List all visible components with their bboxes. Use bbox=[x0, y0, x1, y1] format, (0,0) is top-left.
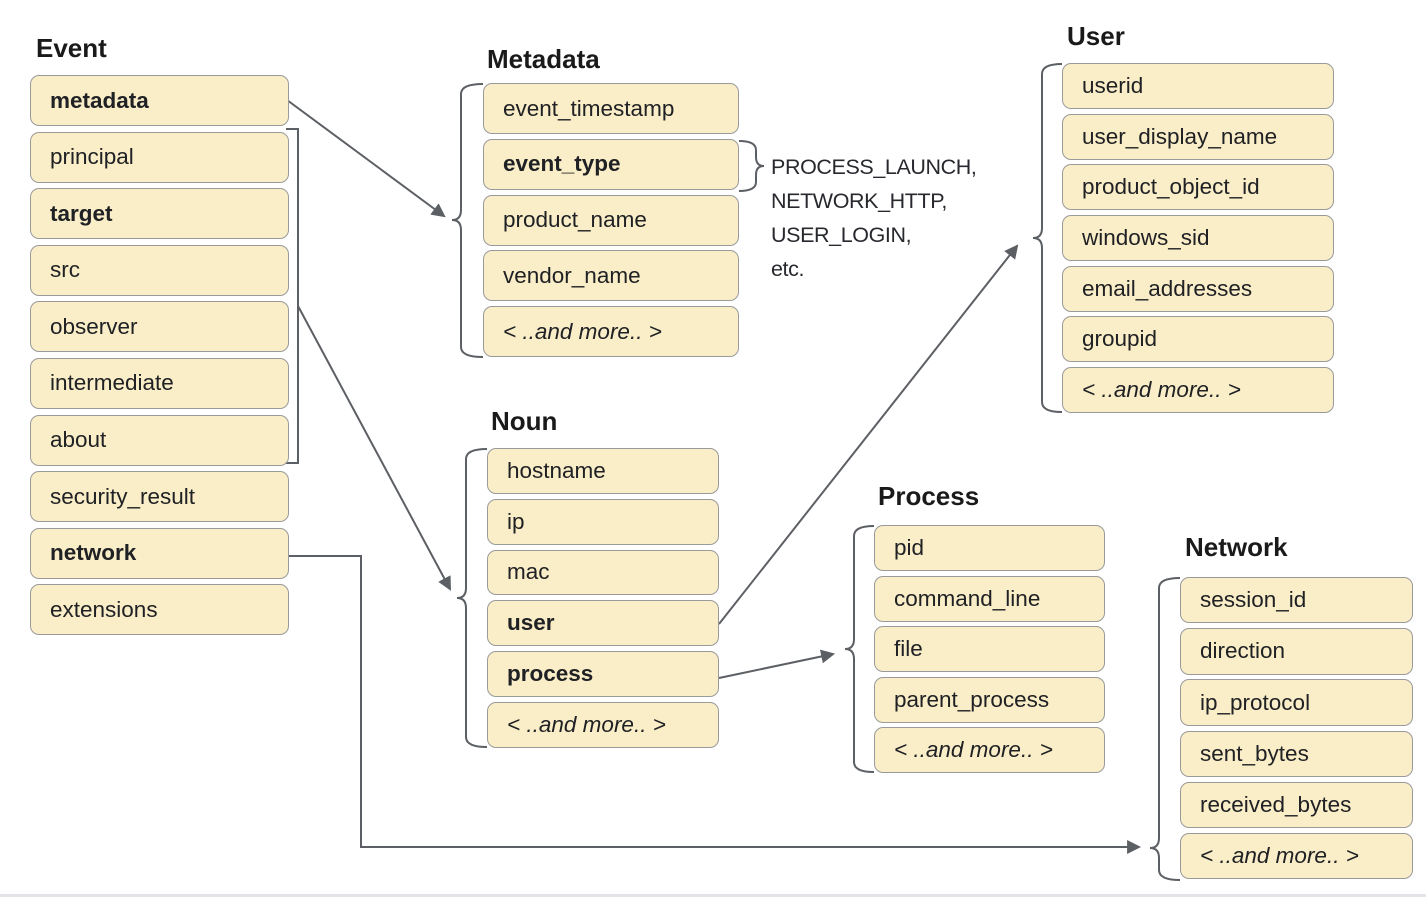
brace-user-group bbox=[1032, 63, 1063, 413]
enum-line: USER_LOGIN, bbox=[771, 223, 912, 247]
field-user-windows-sid: windows_sid bbox=[1062, 215, 1334, 262]
field-event-extensions: extensions bbox=[30, 584, 289, 636]
field-metadata-event-timestamp: event_timestamp bbox=[483, 83, 739, 134]
field-metadata-product-name: product_name bbox=[483, 194, 739, 246]
field-event-intermediate: intermediate bbox=[30, 357, 289, 409]
field-network-ip-protocol: ip_protocol bbox=[1180, 679, 1413, 726]
group-title-network: Network bbox=[1185, 532, 1288, 562]
field-noun-and-more: < ..and more.. > bbox=[487, 701, 719, 748]
group-title-noun: Noun bbox=[491, 406, 558, 436]
brace-network-group bbox=[1149, 577, 1181, 881]
field-noun-process: process bbox=[487, 651, 719, 697]
field-metadata-vendor-name: vendor_name bbox=[483, 250, 739, 302]
bottom-divider bbox=[0, 894, 1426, 897]
arrow-event-nouns-to-noun-group bbox=[297, 305, 451, 591]
field-noun-ip: ip bbox=[487, 498, 719, 545]
field-network-sent-bytes: sent_bytes bbox=[1180, 730, 1413, 777]
field-process-file: file bbox=[874, 626, 1105, 672]
brace-event-type-enum bbox=[738, 140, 765, 192]
arrow-noun-user-to-user-group bbox=[718, 244, 1019, 625]
field-noun-user: user bbox=[487, 600, 719, 647]
field-network-direction: direction bbox=[1180, 628, 1413, 675]
field-event-target: target bbox=[30, 188, 289, 240]
field-process-and-more: < ..and more.. > bbox=[874, 727, 1105, 773]
field-network-and-more: < ..and more.. > bbox=[1180, 832, 1413, 880]
field-event-src: src bbox=[30, 244, 289, 296]
field-user-groupid: groupid bbox=[1062, 316, 1334, 363]
field-process-command-line: command_line bbox=[874, 575, 1105, 622]
event-type-enum-note: PROCESS_LAUNCH, NETWORK_HTTP, USER_LOGIN,e… bbox=[771, 150, 977, 286]
field-network-session-id: session_id bbox=[1180, 577, 1413, 624]
arrow-noun-process-to-process-group bbox=[718, 649, 836, 679]
field-metadata-event-type: event_type bbox=[483, 138, 739, 190]
field-user-email-addresses: email_addresses bbox=[1062, 265, 1334, 312]
field-user-product-object-id: product_object_id bbox=[1062, 164, 1334, 211]
field-event-metadata: metadata bbox=[30, 75, 289, 126]
field-event-observer: observer bbox=[30, 301, 289, 353]
field-process-pid: pid bbox=[874, 525, 1105, 571]
field-user-userid: userid bbox=[1062, 63, 1334, 109]
field-user-user-display-name: user_display_name bbox=[1062, 113, 1334, 160]
bracket-event-nouns bbox=[286, 128, 299, 464]
field-event-security-result: security_result bbox=[30, 471, 289, 523]
enum-line: PROCESS_LAUNCH, bbox=[771, 155, 977, 179]
field-noun-mac: mac bbox=[487, 549, 719, 596]
arrow-event-network-to-network-group bbox=[286, 555, 1142, 854]
field-network-received-bytes: received_bytes bbox=[1180, 781, 1413, 829]
brace-metadata-group bbox=[451, 83, 484, 358]
field-process-parent-process: parent_process bbox=[874, 676, 1105, 723]
field-event-principal: principal bbox=[30, 131, 289, 183]
group-title-metadata: Metadata bbox=[487, 44, 600, 74]
group-title-process: Process bbox=[878, 481, 980, 511]
field-noun-hostname: hostname bbox=[487, 448, 719, 494]
enum-line: NETWORK_HTTP, bbox=[771, 189, 947, 213]
field-event-network: network bbox=[30, 527, 289, 579]
arrow-metadata-to-metadata-group bbox=[286, 99, 446, 218]
field-user-and-more: < ..and more.. > bbox=[1062, 367, 1334, 414]
field-metadata-and-more: < ..and more.. > bbox=[483, 306, 739, 358]
brace-process-group bbox=[844, 525, 875, 773]
brace-noun-group bbox=[456, 448, 488, 748]
field-event-about: about bbox=[30, 414, 289, 466]
group-title-event: Event bbox=[36, 33, 107, 63]
enum-line: etc. bbox=[771, 257, 805, 281]
group-title-user: User bbox=[1067, 21, 1125, 51]
